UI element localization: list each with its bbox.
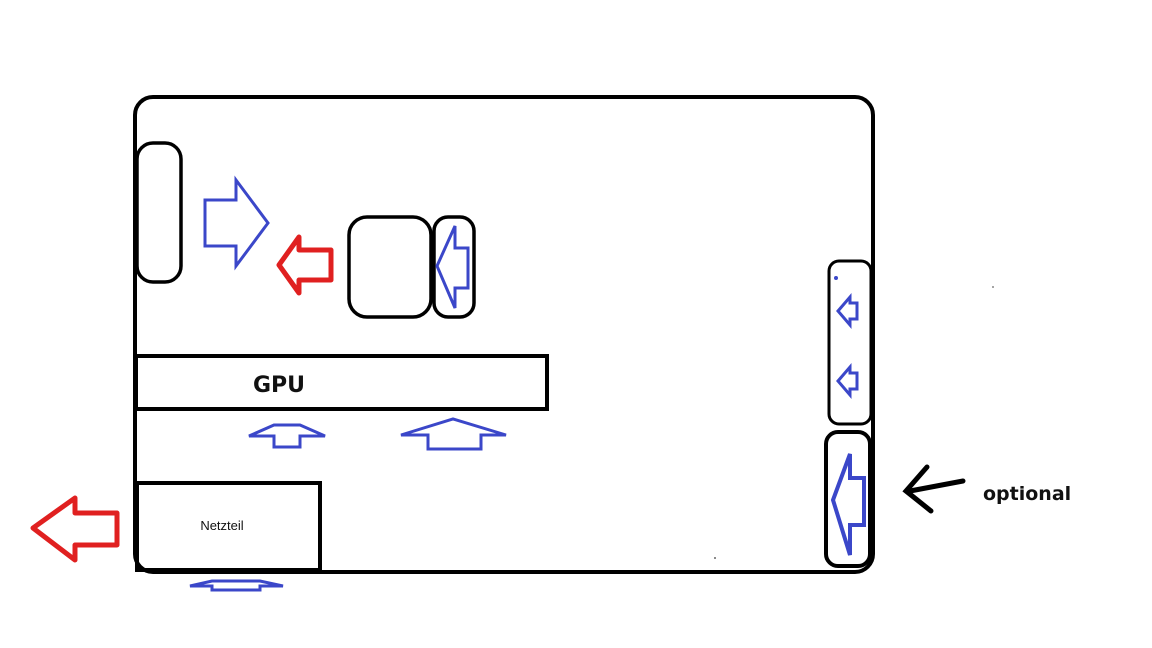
intake-arrow-psu — [189, 579, 284, 592]
speck — [992, 286, 994, 288]
psu-label: Netzteil — [200, 518, 243, 533]
intake-arrow-cpu-fan — [435, 225, 470, 309]
screw-dot — [834, 276, 838, 280]
front-fan — [135, 141, 183, 284]
pointer-arrow — [902, 464, 966, 514]
intake-arrow-side-2 — [836, 362, 859, 400]
gpu-label: GPU — [253, 373, 305, 398]
cpu-cooler — [347, 215, 433, 319]
intake-arrow-gpu-1 — [248, 423, 326, 449]
exhaust-arrow-psu — [30, 495, 120, 563]
gpu — [134, 354, 549, 411]
optional-fan — [824, 430, 872, 568]
intake-arrow-front — [203, 175, 270, 271]
intake-arrow-gpu-2 — [400, 417, 507, 451]
speck — [714, 557, 716, 559]
optional-label: optional — [983, 483, 1071, 505]
exhaust-arrow-cpu — [276, 234, 334, 296]
intake-arrow-optional — [830, 453, 866, 556]
case-outline — [133, 95, 875, 574]
intake-arrow-side-1 — [836, 292, 859, 330]
cpu-fan — [432, 215, 476, 319]
side-fan-panel — [827, 259, 873, 426]
power-supply — [135, 481, 322, 572]
